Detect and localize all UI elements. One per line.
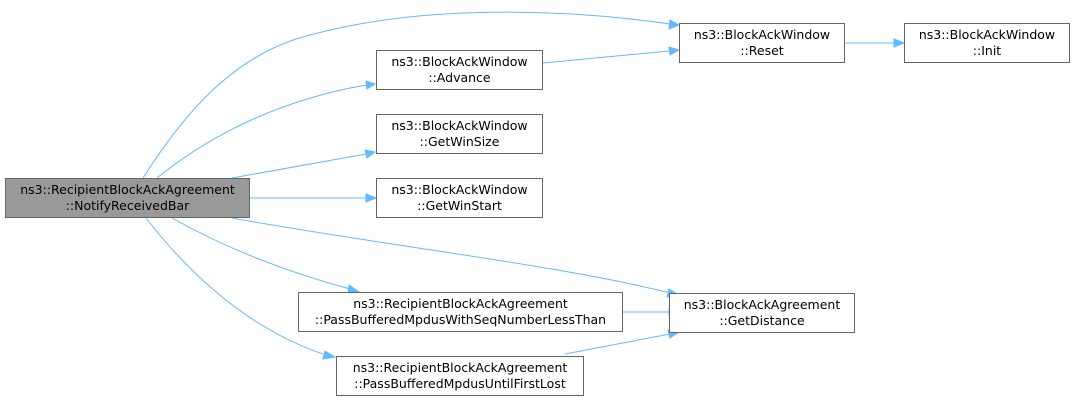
node-label-line2: ::GetWinSize [419, 134, 500, 149]
arrowhead-reset-from-advance [668, 46, 681, 56]
node-init[interactable]: ns3::BlockAckWindow ::Init [904, 23, 1070, 63]
edge-root-to-advance [156, 84, 367, 179]
node-label-line2: ::Reset [740, 43, 784, 58]
node-label-line2: ::NotifyReceivedBar [65, 198, 190, 213]
node-label-line1: ns3::RecipientBlockAckAgreement [352, 360, 568, 375]
node-label-line1: ns3::RecipientBlockAckAgreement [20, 182, 235, 197]
node-pass-buffered-until-first-lost[interactable]: ns3::RecipientBlockAckAgreement ::PassBu… [336, 356, 584, 396]
node-label-line1: ns3::BlockAckWindow [918, 27, 1056, 42]
node-label-line1: ns3::RecipientBlockAckAgreement [353, 296, 568, 311]
node-label-line1: ns3::BlockAckAgreement [683, 297, 841, 312]
node-label-line2: ::PassBufferedMpdusUntilFirstLost [354, 376, 566, 391]
node-label-line2: ::PassBufferedMpdusWithSeqNumberLessThan [314, 312, 607, 327]
node-label-line1: ns3::BlockAckWindow [391, 54, 528, 69]
node-get-win-start[interactable]: ns3::BlockAckWindow ::GetWinStart [376, 178, 543, 218]
node-label-line2: ::GetWinStart [417, 198, 502, 213]
node-label-line2: ::Advance [428, 70, 491, 85]
arrowhead-init [893, 38, 906, 48]
edge-root-to-reset [142, 11, 671, 179]
edge-passlost-to-getdistance [564, 333, 671, 355]
node-advance[interactable]: ns3::BlockAckWindow ::Advance [376, 50, 543, 90]
node-label-line2: ::GetDistance [719, 313, 805, 328]
edge-root-to-getwinsize [231, 153, 367, 179]
arrowhead-reset-from-root [668, 19, 681, 30]
node-notify-received-bar: ns3::RecipientBlockAckAgreement ::Notify… [5, 178, 250, 218]
edge-root-to-getdistance [231, 217, 671, 294]
node-get-win-size[interactable]: ns3::BlockAckWindow ::GetWinSize [376, 114, 543, 154]
arrowhead-passlost [322, 350, 337, 360]
arrowhead-getwinsize [364, 149, 377, 159]
node-label-line1: ns3::BlockAckWindow [391, 118, 528, 133]
arrowhead-getwinstart [365, 193, 378, 203]
node-get-distance[interactable]: ns3::BlockAckAgreement ::GetDistance [669, 293, 855, 333]
edge-root-to-passlost [145, 217, 327, 356]
edge-root-to-passless [171, 217, 351, 290]
node-label-line1: ns3::BlockAckWindow [693, 27, 831, 42]
node-pass-buffered-less-than[interactable]: ns3::RecipientBlockAckAgreement ::PassBu… [298, 292, 623, 332]
node-label-line2: ::Init [972, 43, 1002, 58]
node-reset[interactable]: ns3::BlockAckWindow ::Reset [679, 23, 845, 63]
arrowhead-advance [365, 80, 377, 90]
edge-advance-to-reset [542, 50, 670, 64]
node-label-line1: ns3::BlockAckWindow [391, 182, 528, 197]
